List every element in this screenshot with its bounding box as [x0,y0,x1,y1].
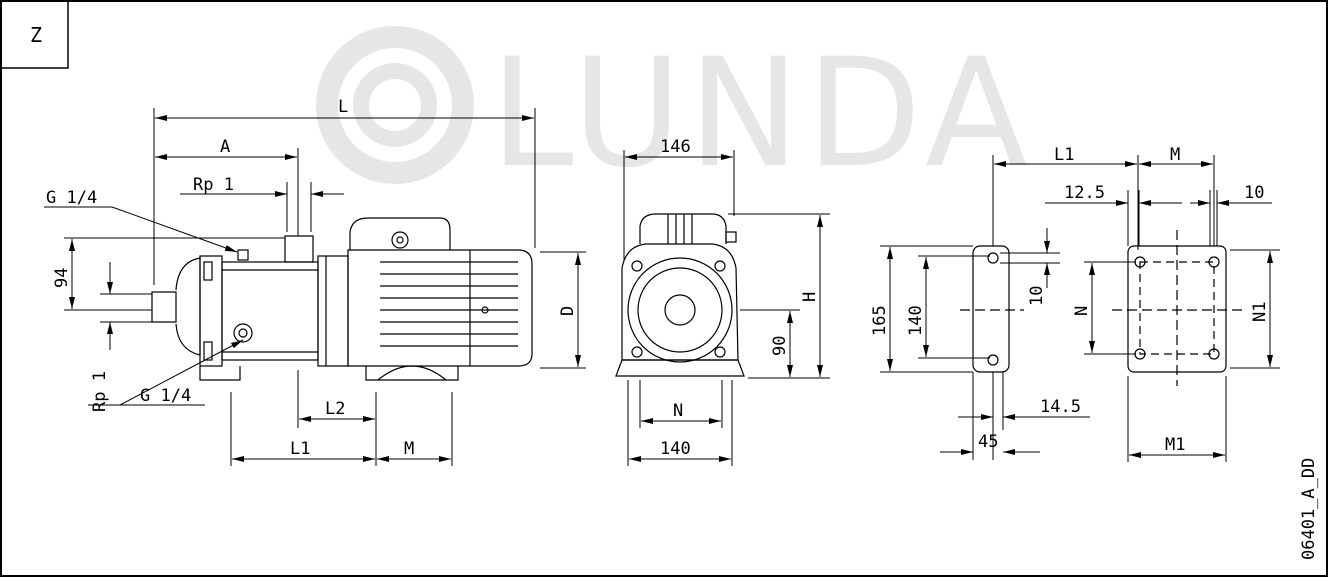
dim-146: 146 [660,137,691,157]
front-housing-circle [627,257,733,363]
front-view-dimensions [623,150,830,466]
motor-foot [365,366,459,381]
dim-12-5: 12.5 [1064,183,1105,203]
dim-N-plan: N [1072,306,1092,316]
watermark-text: LUNDA [490,27,1034,201]
label-g14-top: G 1/4 [46,188,97,208]
view-label-box [1,1,69,69]
motor-body [347,249,533,367]
dim-L2: L2 [325,399,345,419]
front-terminal-box [639,213,727,244]
dim-140-front: 140 [660,439,691,459]
dim-H: H [800,292,820,302]
dim-45: 45 [978,432,998,452]
suction-port [664,294,696,326]
dim-140-foot: 140 [906,305,926,336]
dim-M-plan: M [1170,145,1180,165]
label-rp1-left: Rp 1 [90,371,110,412]
foot-plan-view [1112,230,1242,386]
pump-foot [199,366,241,381]
label-rp1-top: Rp 1 [193,175,234,195]
dim-165: 165 [870,305,890,336]
drawing-code: 06401_A_DD [1299,458,1319,560]
foot-side-dimensions [880,155,1139,460]
dim-D: D [558,306,578,316]
suction-nozzle [151,291,177,323]
dim-94: 94 [52,268,72,288]
dim-L1-foot: L1 [1054,145,1074,165]
dim-10-foot: 10 [1027,286,1047,306]
dim-M: M [404,439,414,459]
terminal-box [349,217,451,250]
pump-front-view [615,213,745,377]
dim-L: L [338,97,348,117]
pump-side-view [151,217,533,381]
dim-10-plan: 10 [1244,183,1264,203]
foot-plan-dimensions [1045,155,1280,462]
watermark-logo: LUNDA [316,26,1034,201]
dim-14-5: 14.5 [1040,397,1081,417]
drain-plug [233,323,253,343]
dim-M1: M1 [1165,435,1185,455]
front-foot [615,359,745,377]
foot-side-view [960,245,1024,373]
dim-N-front: N [673,401,683,421]
pump-casing [221,261,319,361]
dim-N1: N1 [1250,302,1270,322]
discharge-nozzle [284,235,314,263]
foot-profile [972,245,1010,373]
front-casing [621,243,739,361]
dim-A: A [220,137,230,157]
dim-90: 90 [770,336,790,356]
motor-adapter [317,255,349,367]
view-label: Z [30,23,42,47]
dim-L1: L1 [290,439,310,459]
pump-flange [199,255,223,367]
side-view-dimensions [44,108,586,466]
label-g14-bottom: G 1/4 [140,386,191,406]
